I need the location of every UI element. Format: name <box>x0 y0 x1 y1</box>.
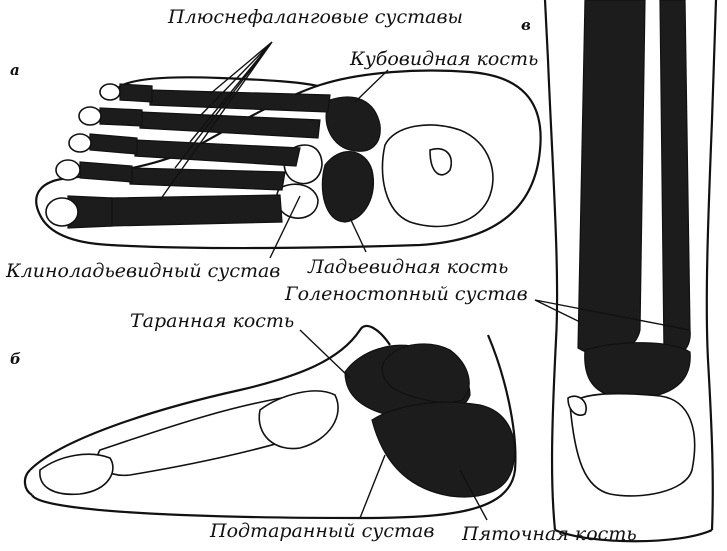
panel-letter-a: а <box>10 63 20 78</box>
metatarsal-2 <box>130 168 285 190</box>
metatarsal-4 <box>140 112 320 138</box>
foot-side-view <box>25 326 516 520</box>
foot-top-view <box>36 42 540 258</box>
toe-4-tip <box>79 107 101 125</box>
toe-3-tip <box>69 134 91 152</box>
toe-5-tip <box>100 84 120 100</box>
navicular-top <box>322 152 373 222</box>
toe-3-phalanx <box>90 134 137 154</box>
calcaneus-side <box>372 402 515 497</box>
cuboid-top <box>326 97 380 151</box>
label-navicular-bone: Ладьевидная кость <box>308 258 508 277</box>
calcaneus-top <box>382 125 493 226</box>
label-cuboid-bone: Кубовидная кость <box>350 50 538 69</box>
talus-front <box>585 343 690 399</box>
label-cuneonavicular-joint: Клиноладьевидный сустав <box>6 262 280 281</box>
toe-4-phalanx <box>100 108 142 126</box>
calcaneus-front <box>570 394 695 496</box>
fibula <box>660 0 690 355</box>
metatarsal-1 <box>110 195 282 226</box>
tibia <box>578 0 645 355</box>
label-metatarsophalangeal-joints: Плюснефаланговые суставы <box>168 8 463 27</box>
panel-letter-v: в <box>521 18 531 33</box>
leg-outline-left <box>545 0 557 530</box>
toe-1-tip <box>46 198 78 226</box>
label-calcaneus-bone: Пяточная кость <box>462 525 637 544</box>
panel-letter-b: б <box>10 352 21 367</box>
leg-outline-right <box>707 0 716 530</box>
label-ankle-joint: Голеностопный сустав <box>285 285 528 304</box>
foot-side-toe <box>25 470 32 495</box>
toe-5-phalanx <box>120 84 152 102</box>
leader-talus <box>300 330 350 378</box>
leader-subtalar <box>360 455 385 518</box>
label-talus-bone: Таранная кость <box>130 312 294 331</box>
toes-side <box>40 454 113 494</box>
toe-2-phalanx <box>80 162 132 182</box>
ankle-front-view <box>535 0 716 541</box>
label-subtalar-joint: Подтаранный сустав <box>210 522 434 541</box>
toe-2-tip <box>56 160 80 180</box>
metatarsal-5 <box>150 90 330 112</box>
